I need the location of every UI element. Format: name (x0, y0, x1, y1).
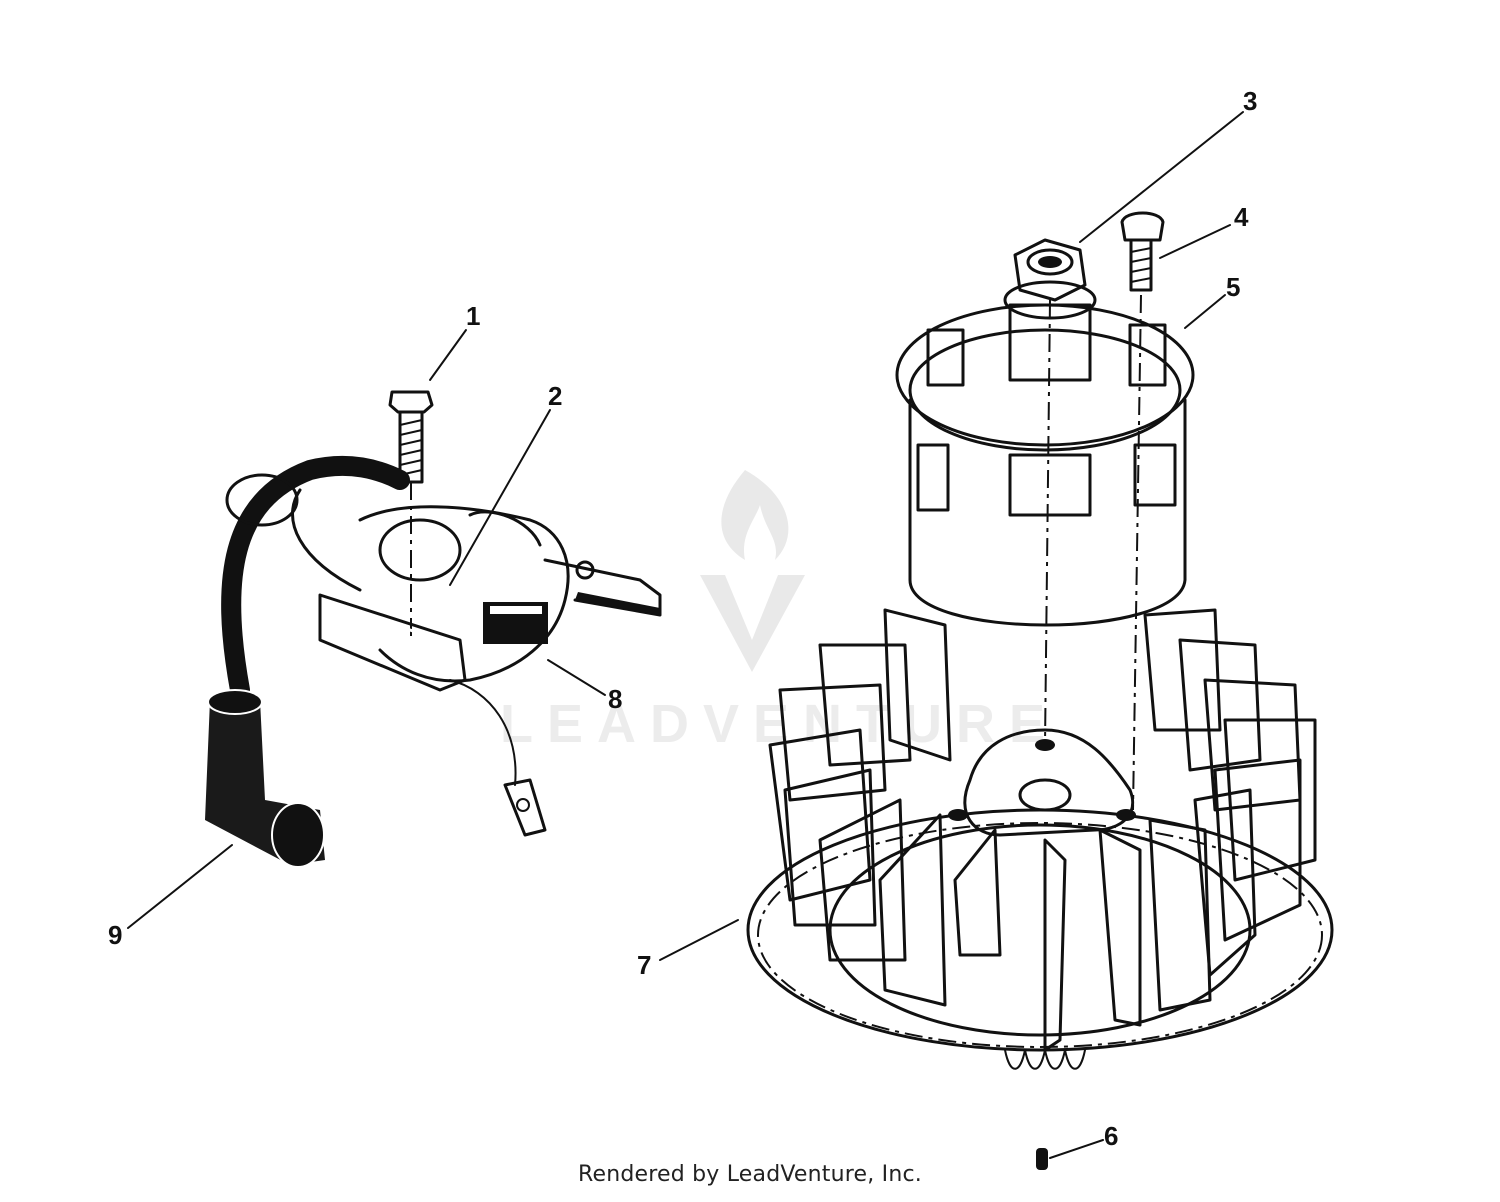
ignition-coil-assembly (205, 390, 662, 868)
flywheel-assembly (746, 211, 1334, 1170)
callout-9: 9 (108, 920, 122, 950)
callout-6: 6 (1104, 1121, 1118, 1151)
callout-8: 8 (608, 684, 622, 714)
spark-plug-lead-part-9 (205, 455, 410, 868)
watermark-text: LEADVENTURE (500, 694, 1059, 754)
leader-8 (547, 659, 606, 696)
callout-1: 1 (466, 301, 480, 331)
starter-cup-part-5 (895, 299, 1195, 746)
leader-lines (127, 111, 1244, 1159)
leader-4 (1159, 224, 1231, 259)
callout-3: 3 (1243, 86, 1257, 116)
leader-5 (1184, 294, 1226, 329)
leader-3 (1079, 111, 1244, 243)
leadventure-watermark: LEADVENTURE (500, 470, 1059, 754)
callout-4: 4 (1234, 202, 1249, 232)
leader-2 (449, 409, 551, 586)
leader-1 (429, 329, 467, 381)
flywheel-part-7 (746, 608, 1334, 1070)
callout-5: 5 (1226, 272, 1240, 302)
callout-7: 7 (637, 950, 651, 980)
leader-6 (1049, 1139, 1104, 1159)
ground-wire (449, 679, 547, 837)
bolt-part-1 (388, 390, 434, 640)
leader-9 (127, 844, 233, 929)
callout-labels: 1 2 3 4 5 6 7 8 9 (108, 86, 1257, 1151)
callout-2: 2 (548, 381, 562, 411)
footer-credit: Rendered by LeadVenture, Inc. (578, 1162, 922, 1187)
leader-7 (659, 919, 739, 961)
screw-part-4 (1120, 211, 1165, 811)
key-part-6 (1036, 1148, 1048, 1170)
coil-body (291, 488, 662, 692)
